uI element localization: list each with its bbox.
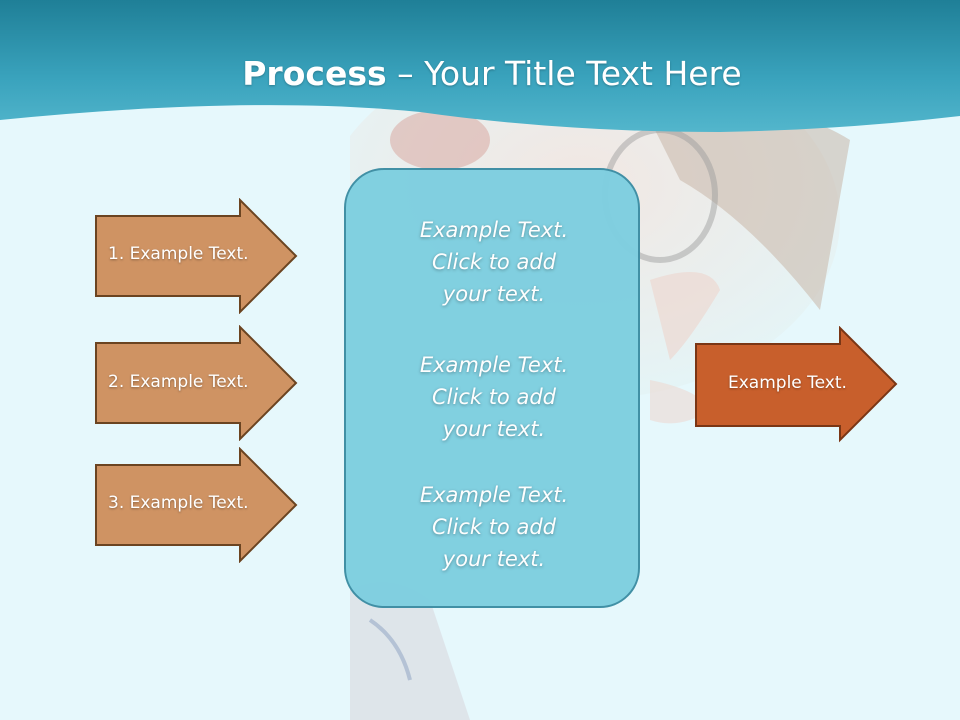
center-text-line: Click to add: [431, 515, 556, 539]
arrow-right-icon: [695, 326, 898, 443]
center-text-line: Example Text.: [419, 483, 569, 507]
arrow-right-icon: [95, 447, 298, 563]
center-text-line: Example Text.: [419, 218, 569, 242]
title-bold: Process: [242, 54, 387, 93]
input-arrow-label: 3. Example Text.: [108, 493, 249, 513]
center-text-block-1[interactable]: Example Text. Click to add your text.: [346, 214, 642, 310]
center-text-line: Click to add: [431, 250, 556, 274]
center-content-box[interactable]: Example Text. Click to add your text. Ex…: [344, 168, 640, 608]
input-arrow-1[interactable]: 1. Example Text.: [94, 198, 300, 314]
center-text-line: your text.: [442, 547, 546, 571]
center-text-block-3[interactable]: Example Text. Click to add your text.: [346, 479, 642, 575]
arrow-right-icon: [95, 198, 298, 314]
center-text-line: your text.: [442, 417, 546, 441]
center-text-line: your text.: [442, 282, 546, 306]
header-band: [0, 0, 960, 132]
output-arrow-label: Example Text.: [728, 373, 847, 393]
slide-title: Process – Your Title Text Here: [0, 54, 960, 93]
center-text-line: Click to add: [431, 385, 556, 409]
output-arrow[interactable]: Example Text.: [694, 326, 900, 444]
input-arrow-label: 2. Example Text.: [108, 372, 249, 392]
center-text-block-2[interactable]: Example Text. Click to add your text.: [346, 349, 642, 445]
input-arrow-3[interactable]: 3. Example Text.: [94, 447, 300, 563]
arrow-right-icon: [95, 325, 298, 441]
input-arrow-2[interactable]: 2. Example Text.: [94, 325, 300, 441]
title-rest: – Your Title Text Here: [386, 54, 742, 93]
input-arrow-label: 1. Example Text.: [108, 244, 249, 264]
center-text-line: Example Text.: [419, 353, 569, 377]
